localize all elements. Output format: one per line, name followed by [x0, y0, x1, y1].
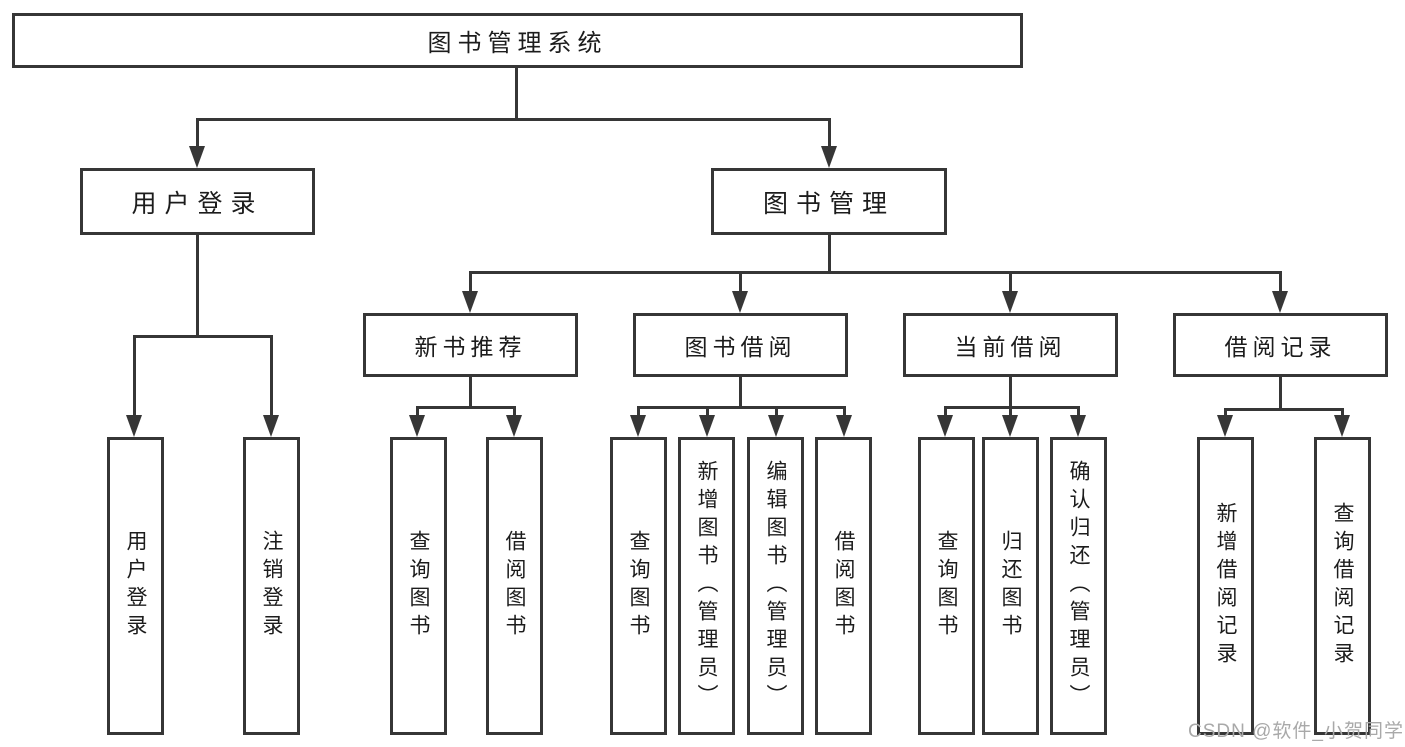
node-label: 图书借阅 [684, 334, 797, 360]
connector-line [706, 406, 709, 417]
connector-line [1279, 377, 1282, 408]
arrow-down-icon [1002, 415, 1018, 437]
node-user-login: 用户登录 [80, 168, 315, 235]
connector-line [1279, 271, 1282, 293]
arrow-down-icon [462, 291, 478, 313]
leaf-borrow-books-recommend: 借阅图书 [486, 437, 543, 735]
connector-line [1077, 406, 1080, 417]
connector-line [1009, 271, 1012, 293]
connector-line [1009, 377, 1012, 406]
arrow-down-icon [189, 146, 205, 168]
leaf-edit-book-admin: 编辑图书（管理员） [747, 437, 804, 735]
leaf-label: 编辑图书（管理员） [764, 460, 787, 712]
arrow-down-icon [1272, 291, 1288, 313]
node-label: 用户登录 [131, 189, 264, 218]
arrow-down-icon [126, 415, 142, 437]
leaf-label: 新增图书（管理员） [695, 460, 718, 712]
connector-line [775, 406, 778, 417]
leaf-label: 借阅图书 [832, 530, 855, 642]
leaf-label: 注销登录 [260, 530, 283, 642]
arrow-down-icon [768, 415, 784, 437]
connector-line [469, 271, 1282, 274]
arrow-down-icon [506, 415, 522, 437]
leaf-label: 确认归还（管理员） [1067, 460, 1090, 712]
connector-line [196, 235, 199, 335]
connector-line [1224, 408, 1227, 417]
connector-line [196, 118, 831, 121]
leaf-add-borrow-record: 新增借阅记录 [1197, 437, 1254, 735]
connector-line [416, 406, 516, 409]
leaf-label: 借阅图书 [503, 530, 526, 642]
connector-line [739, 377, 742, 406]
connector-line [944, 406, 947, 417]
connector-line [133, 335, 273, 338]
leaf-query-borrow-record: 查询借阅记录 [1314, 437, 1371, 735]
connector-line [1224, 408, 1344, 411]
arrow-down-icon [1002, 291, 1018, 313]
leaf-label: 查询图书 [407, 530, 430, 642]
leaf-confirm-return-admin: 确认归还（管理员） [1050, 437, 1107, 735]
leaf-add-book-admin: 新增图书（管理员） [678, 437, 735, 735]
csdn-watermark: CSDN @软件_小贺同学 [1188, 721, 1404, 742]
connector-line [843, 406, 846, 417]
connector-line [1341, 408, 1344, 417]
node-label: 图书管理系统 [427, 30, 608, 57]
connector-line [637, 406, 845, 409]
leaf-query-books-current: 查询图书 [918, 437, 975, 735]
arrow-down-icon [821, 146, 837, 168]
node-label: 当前借阅 [954, 334, 1067, 360]
arrow-down-icon [1217, 415, 1233, 437]
node-book-management: 图书管理 [711, 168, 947, 235]
leaf-user-login: 用户登录 [107, 437, 164, 735]
connector-line [944, 406, 1080, 409]
connector-line [196, 118, 199, 148]
connector-line [133, 335, 136, 417]
arrow-down-icon [630, 415, 646, 437]
connector-line [828, 235, 831, 271]
node-label: 新书推荐 [414, 334, 527, 360]
arrow-down-icon [937, 415, 953, 437]
leaf-borrow-books: 借阅图书 [815, 437, 872, 735]
connector-line [416, 406, 419, 417]
arrow-down-icon [263, 415, 279, 437]
arrow-down-icon [699, 415, 715, 437]
leaf-label: 查询图书 [627, 530, 650, 642]
connector-line [469, 271, 472, 293]
leaf-label: 查询图书 [935, 530, 958, 642]
leaf-label: 归还图书 [999, 530, 1022, 642]
leaf-label: 查询借阅记录 [1331, 502, 1354, 670]
leaf-return-book: 归还图书 [982, 437, 1039, 735]
connector-line [270, 335, 273, 417]
node-label: 图书管理 [762, 189, 895, 218]
connector-line [637, 406, 640, 417]
leaf-label: 用户登录 [124, 530, 147, 642]
node-library-management-system: 图书管理系统 [12, 13, 1023, 68]
connector-line [513, 406, 516, 417]
arrow-down-icon [1070, 415, 1086, 437]
leaf-query-books-borrowing: 查询图书 [610, 437, 667, 735]
connector-line [515, 68, 518, 118]
node-borrowing-records: 借阅记录 [1173, 313, 1388, 377]
connector-line [469, 377, 472, 406]
node-new-book-recommendation: 新书推荐 [363, 313, 578, 377]
leaf-query-books-recommend: 查询图书 [390, 437, 447, 735]
arrow-down-icon [409, 415, 425, 437]
node-book-borrowing: 图书借阅 [633, 313, 848, 377]
node-label: 借阅记录 [1224, 334, 1337, 360]
connector-line [739, 271, 742, 293]
arrow-down-icon [732, 291, 748, 313]
connector-line [828, 118, 831, 148]
leaf-logout: 注销登录 [243, 437, 300, 735]
leaf-label: 新增借阅记录 [1214, 502, 1237, 670]
arrow-down-icon [1334, 415, 1350, 437]
arrow-down-icon [836, 415, 852, 437]
node-current-borrowing: 当前借阅 [903, 313, 1118, 377]
connector-line [1009, 406, 1012, 417]
